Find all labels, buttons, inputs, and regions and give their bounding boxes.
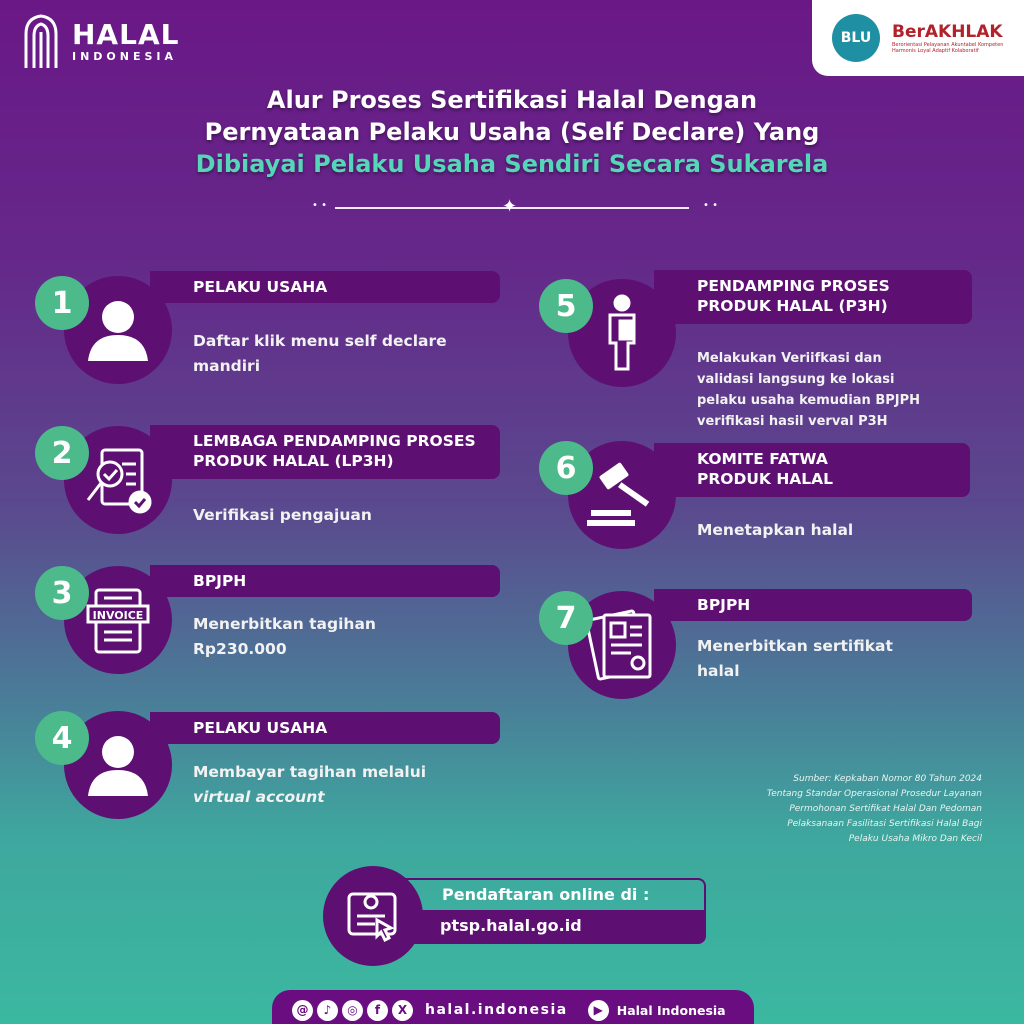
step-number-badge: 3 (35, 566, 89, 620)
step-number-badge: 1 (35, 276, 89, 330)
step-title-line2: PRODUK HALAL (LP3H) (193, 452, 394, 470)
svg-text:INVOICE: INVOICE (93, 609, 144, 622)
youtube-channel[interactable]: Halal Indonesia (616, 1002, 726, 1018)
x-icon[interactable]: X (392, 999, 413, 1021)
step-title: BPJPH (193, 572, 247, 590)
step-header: KOMITE FATWA PRODUK HALAL (654, 443, 970, 497)
step-description: Menetapkan halal (697, 521, 854, 539)
step-header: PENDAMPING PROSES PRODUK HALAL (P3H) (654, 270, 972, 324)
step-title: BPJPH (697, 596, 751, 614)
divider: • • ✦ • • (300, 197, 724, 217)
registration-link[interactable]: ptsp.halal.go.id (400, 910, 706, 944)
registration-label: Pendaftaran online di : (400, 878, 706, 912)
step-number-badge: 4 (35, 711, 89, 765)
user-icon (64, 276, 172, 384)
halal-indonesia-logo: HALAL INDONESIA (20, 12, 179, 70)
social-handle[interactable]: halal.indonesia (425, 1002, 568, 1018)
step-description: Verifikasi pengajuan (193, 506, 372, 524)
threads-icon[interactable]: @ (292, 999, 313, 1021)
step-number-badge: 7 (539, 591, 593, 645)
step-header: PELAKU USAHA (150, 712, 500, 744)
facebook-icon[interactable]: f (367, 999, 388, 1021)
blu-logo: BLU (832, 14, 880, 62)
halal-logo-icon (24, 14, 58, 68)
step-header: PELAKU USAHA (150, 271, 500, 303)
instagram-icon[interactable]: ◎ (342, 999, 363, 1021)
step-title-line2: PRODUK HALAL (697, 470, 834, 488)
step-header: BPJPH (654, 589, 972, 621)
step-title: PELAKU USAHA (193, 278, 328, 296)
sparkle-icon: ✦ (502, 196, 518, 217)
step-number-badge: 2 (35, 426, 89, 480)
step-title: LEMBAGA PENDAMPING PROSES (193, 432, 476, 450)
footer-bar: @ ♪ ◎ f X halal.indonesia ▶ Halal Indone… (272, 990, 754, 1024)
dots-decoration: • • (312, 200, 327, 211)
youtube-icon[interactable]: ▶ (587, 999, 609, 1021)
step-title: PELAKU USAHA (193, 719, 328, 737)
berakhlak-logo: BerAKHLAK (892, 22, 1003, 42)
step-number-badge: 6 (539, 441, 593, 495)
step-header: BPJPH (150, 565, 500, 597)
step-number-badge: 5 (539, 279, 593, 333)
step-header: LEMBAGA PENDAMPING PROSES PRODUK HALAL (L… (150, 425, 500, 479)
partner-logos: BLU BerAKHLAK Berorientasi Pelayanan Aku… (812, 0, 1024, 76)
step-title-line2: PRODUK HALAL (P3H) (697, 297, 888, 315)
online-registration-icon (323, 866, 423, 966)
step-title: PENDAMPING PROSES (697, 277, 890, 295)
step-title: KOMITE FATWA (697, 450, 828, 468)
tiktok-icon[interactable]: ♪ (317, 999, 338, 1021)
dots-decoration: • • (703, 200, 718, 211)
page-title: Alur Proses Sertifikasi Halal Dengan Per… (195, 86, 829, 178)
